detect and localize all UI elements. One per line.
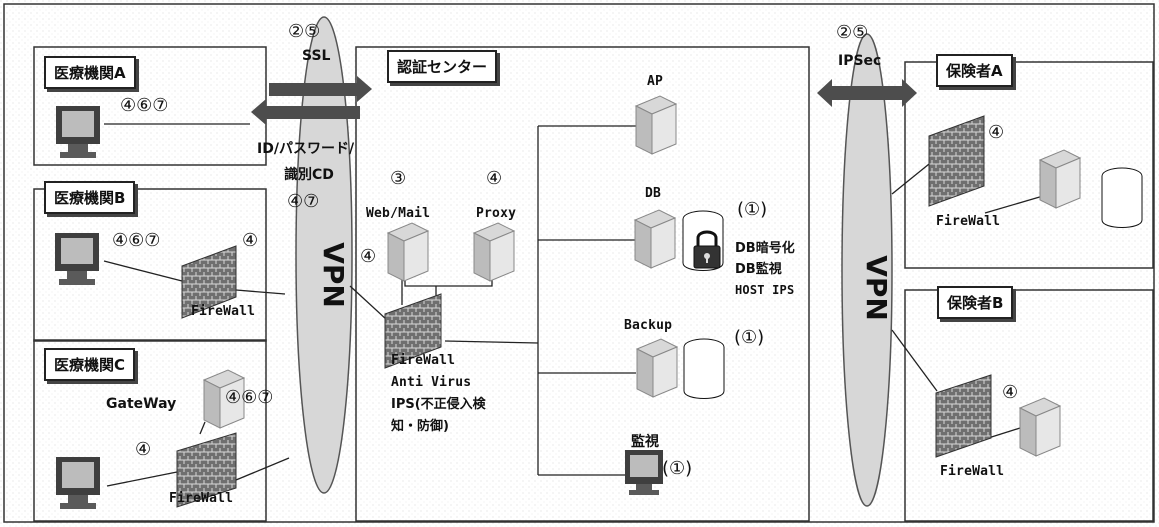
db-line3: HOST IPS xyxy=(735,284,794,297)
hospital-a-title: 医療機関A xyxy=(44,56,136,89)
auth-firewall-label: FireWall xyxy=(391,354,455,368)
insurer-b-mark: ④ xyxy=(1002,384,1018,403)
hospital-a-marks: ④⑥⑦ xyxy=(120,97,168,116)
db-label: DB xyxy=(645,187,661,201)
hospital-c-title: 医療機関C xyxy=(44,348,135,381)
auth-web-fw-mark: ④ xyxy=(360,248,376,267)
right-vpn-text: VPN xyxy=(860,255,893,321)
auth-web-label: Web/Mail xyxy=(366,207,430,221)
db-mark: (①) xyxy=(737,201,767,220)
db-line2: DB監視 xyxy=(735,263,782,277)
hospital-b-fw-mark: ④ xyxy=(242,232,258,251)
hospital-b-marks: ④⑥⑦ xyxy=(112,232,160,251)
insurer-a-mark: ④ xyxy=(988,124,1004,143)
hospital-c-marks: ④⑥⑦ xyxy=(225,389,273,408)
monitor-mark: (①) xyxy=(662,460,692,479)
hospital-c-gateway-label: GateWay xyxy=(106,397,176,412)
auth-web-mark: ③ xyxy=(390,170,406,189)
backup-mark: (①) xyxy=(734,329,764,348)
hospital-b-firewall-label: FireWall xyxy=(191,305,255,319)
insurer-b-title: 保険者B xyxy=(937,286,1013,319)
backup-label: Backup xyxy=(624,319,672,333)
auth-proxy-label: Proxy xyxy=(476,207,516,221)
auth-antivirus-label: Anti Virus xyxy=(391,376,471,390)
hospital-b-title: 医療機関B xyxy=(44,181,135,214)
ap-label: AP xyxy=(647,75,663,89)
left-top-label: SSL xyxy=(302,49,330,64)
hospital-c-fw-mark: ④ xyxy=(135,441,151,460)
auth-ips-line2: 知・防御) xyxy=(391,420,449,434)
db-line1: DB暗号化 xyxy=(735,242,795,256)
id-password-marks: ④⑦ xyxy=(287,193,319,212)
id-password-line2: 識別CD xyxy=(284,168,334,183)
insurer-b-firewall-label: FireWall xyxy=(940,465,1004,479)
right-top-label: IPSec xyxy=(838,54,881,69)
monitor-label: 監視 xyxy=(631,435,659,450)
insurer-a-firewall-label: FireWall xyxy=(936,215,1000,229)
left-vpn-text: VPN xyxy=(317,242,350,308)
auth-proxy-mark: ④ xyxy=(486,170,502,189)
insurer-a-title: 保険者A xyxy=(936,54,1013,87)
auth-center-title: 認証センター xyxy=(387,50,497,83)
left-top-marks: ②⑤ xyxy=(288,23,320,42)
right-top-marks: ②⑤ xyxy=(836,24,868,43)
id-password-line1: ID/パスワード/ xyxy=(257,142,354,157)
hospital-c-firewall-label: FireWall xyxy=(169,492,233,506)
auth-ips-line1: IPS(不正侵入検 xyxy=(391,398,486,412)
